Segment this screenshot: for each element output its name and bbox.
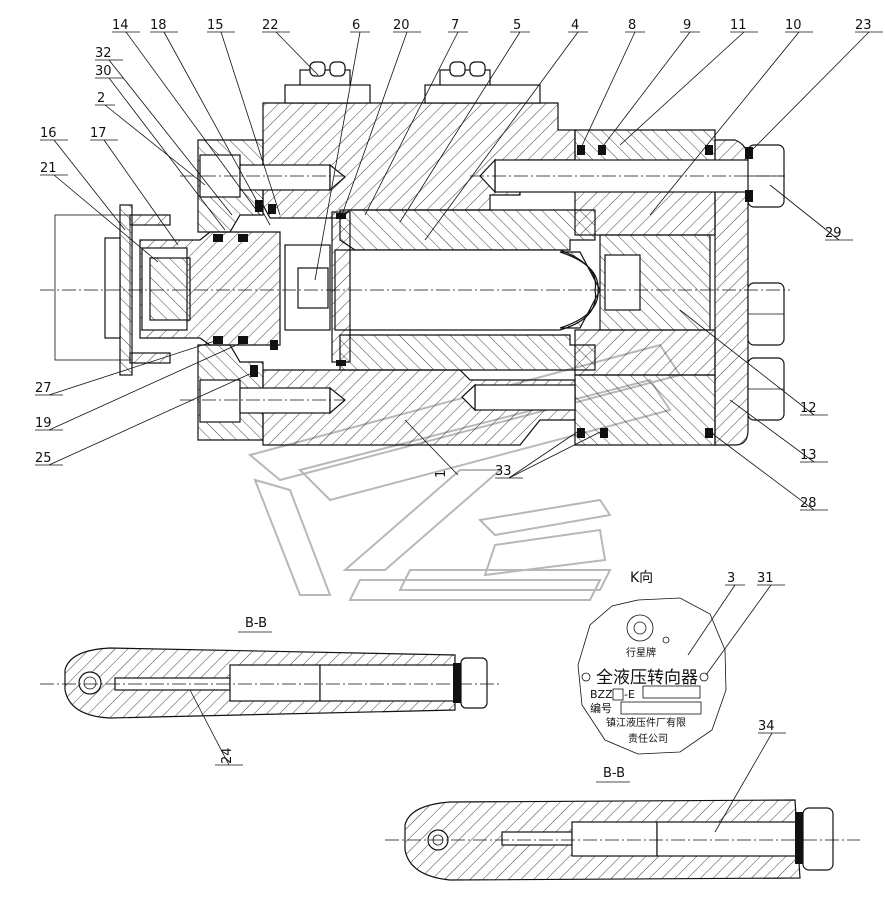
callout-30: 30 xyxy=(95,64,112,79)
nameplate-maker-2: 责任公司 xyxy=(628,732,668,745)
section-bb-1-title: B-B xyxy=(245,616,267,631)
bb2-nut xyxy=(802,807,834,871)
callout-18: 18 xyxy=(150,18,167,33)
callout-4: 4 xyxy=(571,18,579,33)
callout-21: 21 xyxy=(40,161,57,176)
rivet-right-icon xyxy=(699,672,709,682)
section-bb-2-title: B-B xyxy=(603,766,625,781)
valve-sleeve-lower xyxy=(339,334,596,371)
callout-31: 31 xyxy=(757,571,774,586)
callout-33: 33 xyxy=(495,464,512,479)
bb1-nut xyxy=(460,657,488,709)
callout-19: 19 xyxy=(35,416,52,431)
section-bb-right: B-B 34 xyxy=(385,719,860,881)
spring-pack xyxy=(297,267,329,309)
section-bb-left: B-B 24 xyxy=(40,616,500,766)
front-bolt-shank-lower xyxy=(239,387,331,414)
callout-15: 15 xyxy=(207,18,224,33)
main-section-view xyxy=(40,61,790,446)
callout-16: 16 xyxy=(40,126,57,141)
callout-12: 12 xyxy=(800,401,817,416)
valve-sleeve xyxy=(339,209,596,251)
nameplate-maker-1: 镇江液压件厂有限 xyxy=(606,716,686,729)
nameplate-brand: 行星牌 xyxy=(626,646,656,659)
stator-lower xyxy=(574,329,716,376)
callout-8: 8 xyxy=(628,18,636,33)
nameplate-outline xyxy=(577,597,727,755)
bb1-bore xyxy=(78,671,102,695)
callout-28: 28 xyxy=(800,496,817,511)
callout-32: 32 xyxy=(95,46,112,61)
view-k-nameplate: K向 行星牌 全液压转向器 BZZ -E 编号 镇江液压件厂有限 责任公司 3 … xyxy=(577,570,785,755)
tie-bolt-upper xyxy=(494,159,751,193)
callout-34: 34 xyxy=(758,719,775,734)
callouts: 14 18 15 22 6 20 7 5 4 8 9 11 10 23 32 3… xyxy=(35,18,883,511)
front-bolt-head-lower xyxy=(199,379,241,423)
callout-22: 22 xyxy=(262,18,279,33)
brand-logo-icon xyxy=(626,614,654,642)
callout-11: 11 xyxy=(730,18,747,33)
rivet-left-icon xyxy=(581,672,591,682)
nameplate-model-prefix: BZZ xyxy=(590,688,613,701)
callout-7: 7 xyxy=(451,18,459,33)
callout-24: 24 xyxy=(220,747,235,764)
callout-10: 10 xyxy=(785,18,802,33)
callout-27: 27 xyxy=(35,381,52,396)
spline-adapter xyxy=(149,257,191,321)
view-k-title: K向 xyxy=(630,570,653,586)
callout-6: 6 xyxy=(352,18,360,33)
callout-5: 5 xyxy=(513,18,521,33)
end-cover xyxy=(714,139,749,446)
callout-23: 23 xyxy=(855,18,872,33)
callout-1: 1 xyxy=(434,470,449,478)
nameplate-product: 全液压转向器 xyxy=(596,668,698,688)
callout-14: 14 xyxy=(112,18,129,33)
nameplate-serial-label: 编号 xyxy=(590,701,612,715)
callout-3: 3 xyxy=(727,571,735,586)
callout-25: 25 xyxy=(35,451,52,466)
callout-20: 20 xyxy=(393,18,410,33)
nameplate-model-suffix: -E xyxy=(624,688,635,701)
tie-bolt-lower xyxy=(474,384,576,411)
stator-upper xyxy=(574,189,716,236)
callout-2: 2 xyxy=(97,91,105,106)
pin xyxy=(331,211,351,363)
o-ring-seals xyxy=(213,145,753,438)
front-bolt-shank-upper xyxy=(239,164,331,191)
callout-13: 13 xyxy=(800,448,817,463)
callout-9: 9 xyxy=(683,18,691,33)
callout-29: 29 xyxy=(825,226,842,241)
callout-17: 17 xyxy=(90,126,107,141)
